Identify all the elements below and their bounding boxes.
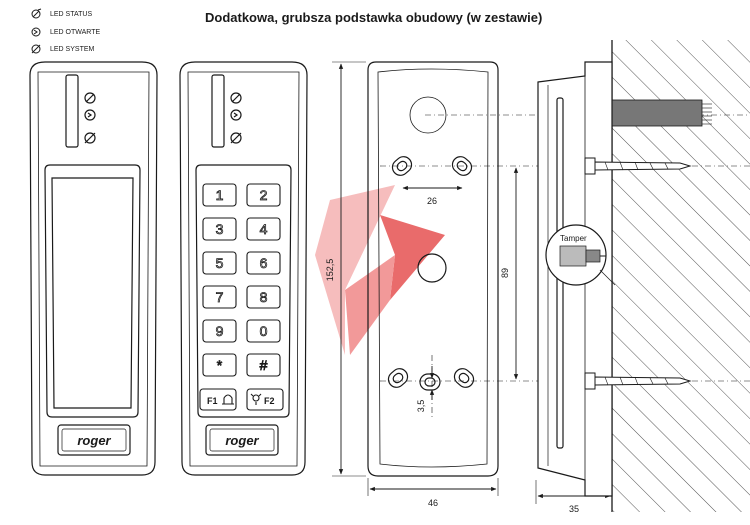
dim-hole-spacing-v: 89 [500, 268, 510, 278]
watermark-logo [315, 185, 445, 355]
key-label: 4 [260, 221, 268, 237]
key-3[interactable]: 3 [202, 217, 237, 241]
key-label: 6 [260, 255, 268, 271]
key-f2[interactable] [246, 388, 284, 411]
key-label: 5 [216, 255, 224, 271]
key-label: 2 [260, 187, 268, 203]
key-4[interactable]: 4 [246, 217, 281, 241]
key-6[interactable]: 6 [246, 251, 281, 275]
led-system-icon [31, 44, 41, 54]
reader-front-plain [29, 61, 158, 476]
key-label: 8 [260, 289, 268, 305]
legend-label: LED OTWARTE [50, 28, 101, 36]
dim-slot: 3,5 [416, 400, 426, 413]
key-label: 3 [216, 221, 224, 237]
screw-bottom [584, 372, 692, 390]
callout-tamper: Tamper [560, 234, 587, 243]
dim-height: 152,5 [325, 259, 335, 282]
key-star[interactable]: * [202, 353, 237, 377]
key-hash[interactable]: # [246, 353, 281, 377]
key-label: # [260, 357, 268, 373]
dim-hole-spacing-h: 26 [427, 196, 437, 206]
key-0[interactable]: 0 [246, 319, 281, 343]
led-open-icon [31, 27, 41, 37]
key-f1-label: F1 [207, 396, 218, 406]
key-2[interactable]: 2 [246, 183, 281, 207]
legend-label: LED SYSTEM [50, 45, 95, 53]
keypad: 1 2 3 4 5 6 7 8 9 0 * # [202, 183, 281, 377]
led-status-icon [230, 92, 242, 104]
brand-logo: roger [225, 433, 259, 448]
dim-depth: 35 [569, 504, 579, 514]
key-label: 7 [216, 289, 224, 305]
light-bulb-icon [250, 393, 262, 405]
legend-label: LED STATUS [50, 10, 93, 18]
key-label: 0 [260, 323, 268, 339]
bell-icon [222, 394, 234, 405]
page-title: Dodatkowa, grubsza podstawka obudowy (w … [205, 10, 543, 25]
led-open-icon [84, 109, 96, 121]
dim-width: 46 [428, 498, 438, 508]
key-label: 9 [216, 323, 224, 339]
key-1[interactable]: 1 [202, 183, 237, 207]
key-9[interactable]: 9 [202, 319, 237, 343]
key-f2-label: F2 [264, 396, 275, 406]
led-system-icon [230, 132, 242, 144]
key-label: 1 [216, 187, 224, 203]
key-f1[interactable] [199, 388, 237, 411]
led-status-icon [84, 92, 96, 104]
brand-logo: roger [77, 433, 111, 448]
screw-top [584, 157, 692, 175]
key-7[interactable]: 7 [202, 285, 237, 309]
tamper-detail [545, 224, 616, 286]
reader-front-keypad [179, 61, 308, 476]
led-status-icon [31, 8, 42, 19]
led-open-icon [230, 109, 242, 121]
legend-item-led-system: LED SYSTEM [30, 43, 94, 55]
key-5[interactable]: 5 [202, 251, 237, 275]
cable [611, 99, 712, 127]
led-system-icon [84, 132, 96, 144]
legend-item-led-open: LED OTWARTE [30, 26, 100, 38]
legend-item-led-status: LED STATUS [30, 8, 92, 20]
back-plate [367, 61, 499, 477]
key-8[interactable]: 8 [246, 285, 281, 309]
key-label: * [217, 357, 223, 373]
